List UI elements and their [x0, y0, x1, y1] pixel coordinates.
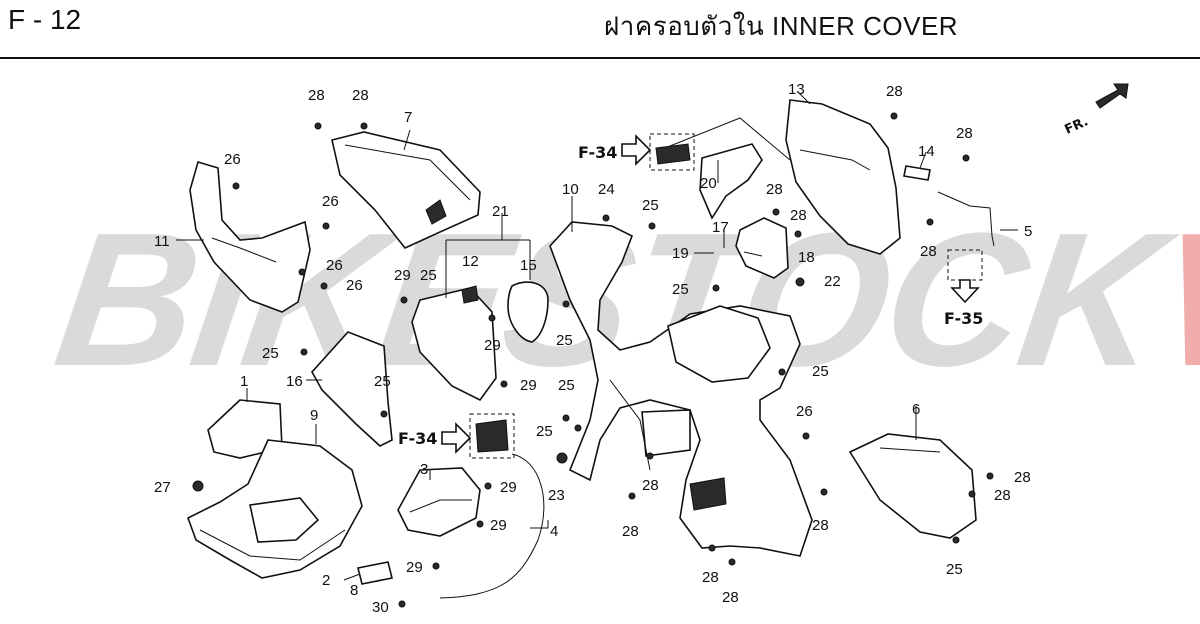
front-direction-arrow: [1095, 83, 1129, 109]
part-11-side-panel: [189, 161, 311, 313]
ref-box-f34-mid: [441, 413, 515, 459]
part-3-lid: [397, 467, 481, 537]
callout-28: 28: [886, 83, 903, 100]
header-divider: [0, 57, 1200, 59]
callout-12: 12: [462, 253, 479, 270]
callout-29: 29: [394, 267, 411, 284]
ref-box-f35: [947, 249, 983, 304]
callout-30: 30: [372, 599, 389, 616]
part-10-center-body: [549, 221, 813, 557]
callout-28: 28: [766, 181, 783, 198]
callout-28: 28: [722, 589, 739, 606]
part-16-lower-panel: [311, 331, 393, 447]
callout-5: 5: [1024, 223, 1032, 240]
ref-box-f34-top: [621, 133, 695, 171]
callout-28: 28: [790, 207, 807, 224]
callout-21: 21: [492, 203, 509, 220]
callout-2: 2: [322, 572, 330, 589]
front-direction-label: FR.: [1063, 114, 1091, 137]
callout-26: 26: [224, 151, 241, 168]
callout-19: 19: [672, 245, 689, 262]
callout-26: 26: [346, 277, 363, 294]
callout-25: 25: [672, 281, 689, 298]
callout-27: 27: [154, 479, 171, 496]
callout-25: 25: [556, 332, 573, 349]
callout-28: 28: [994, 487, 1011, 504]
callout-7: 7: [404, 109, 412, 126]
callout-20: 20: [700, 175, 717, 192]
callout-4: 4: [550, 523, 558, 540]
part-18-side-cover: [735, 217, 789, 279]
callout-9: 9: [310, 407, 318, 424]
callout-24: 24: [598, 181, 615, 198]
callout-29: 29: [484, 337, 501, 354]
reference-f34-mid: F-34: [398, 429, 437, 448]
page-code: F - 12: [8, 4, 82, 35]
callout-25: 25: [812, 363, 829, 380]
callout-1: 1: [240, 373, 248, 390]
reference-f35: F-35: [944, 309, 983, 328]
callout-16: 16: [286, 373, 303, 390]
callout-29: 29: [500, 479, 517, 496]
part-2-bracket: [357, 561, 393, 585]
reference-f34-top: F-34: [578, 143, 617, 162]
page-title: ฝาครอบตัวใน INNER COVER: [604, 11, 959, 41]
callout-6: 6: [912, 401, 920, 418]
callout-29: 29: [406, 559, 423, 576]
callout-26: 26: [322, 193, 339, 210]
callout-26: 26: [796, 403, 813, 420]
callout-25: 25: [420, 267, 437, 284]
callout-23: 23: [548, 487, 565, 504]
part-6-right-cover: [848, 433, 977, 539]
part-13-upper-right-cover: [785, 99, 901, 255]
callout-26: 26: [326, 257, 343, 274]
callout-28: 28: [308, 87, 325, 104]
callout-17: 17: [712, 219, 729, 236]
callout-25: 25: [262, 345, 279, 362]
leader-lines: [176, 91, 1018, 581]
callout-28: 28: [702, 569, 719, 586]
callout-22: 22: [824, 273, 841, 290]
callout-18: 18: [798, 249, 815, 266]
callout-29: 29: [520, 377, 537, 394]
callout-8: 8: [350, 582, 358, 599]
part-20-duct: [699, 143, 763, 220]
callout-28: 28: [352, 87, 369, 104]
callout-25: 25: [642, 197, 659, 214]
parts-diagram: FR. F-34 F-34 F-35 1 2 3 4 5 6 7 8 9 10 …: [154, 81, 1129, 616]
callout-28: 28: [1014, 469, 1031, 486]
fasteners: [192, 112, 994, 608]
callout-10: 10: [562, 181, 579, 198]
part-5-cable: [937, 191, 995, 247]
callout-25: 25: [946, 561, 963, 578]
part-4-cable: [439, 453, 545, 599]
callout-25: 25: [536, 423, 553, 440]
part-9-lower-cover: [187, 439, 363, 579]
callout-28: 28: [920, 243, 937, 260]
callout-28: 28: [812, 517, 829, 534]
part-1-pad: [207, 399, 283, 459]
callout-28: 28: [956, 125, 973, 142]
part-7-upper-cover: [331, 131, 481, 249]
part-14-small-part: [903, 165, 931, 181]
callout-15: 15: [520, 257, 537, 274]
callout-14: 14: [918, 143, 935, 160]
callout-25: 25: [558, 377, 575, 394]
callout-28: 28: [622, 523, 639, 540]
callout-11: 11: [154, 233, 170, 250]
part-15-ring-seal: [507, 281, 549, 343]
callout-28: 28: [642, 477, 659, 494]
callout-25: 25: [374, 373, 391, 390]
callout-29: 29: [490, 517, 507, 534]
callout-13: 13: [788, 81, 805, 98]
part-middle-inner-panel: [411, 285, 497, 402]
callout-3: 3: [420, 461, 428, 478]
